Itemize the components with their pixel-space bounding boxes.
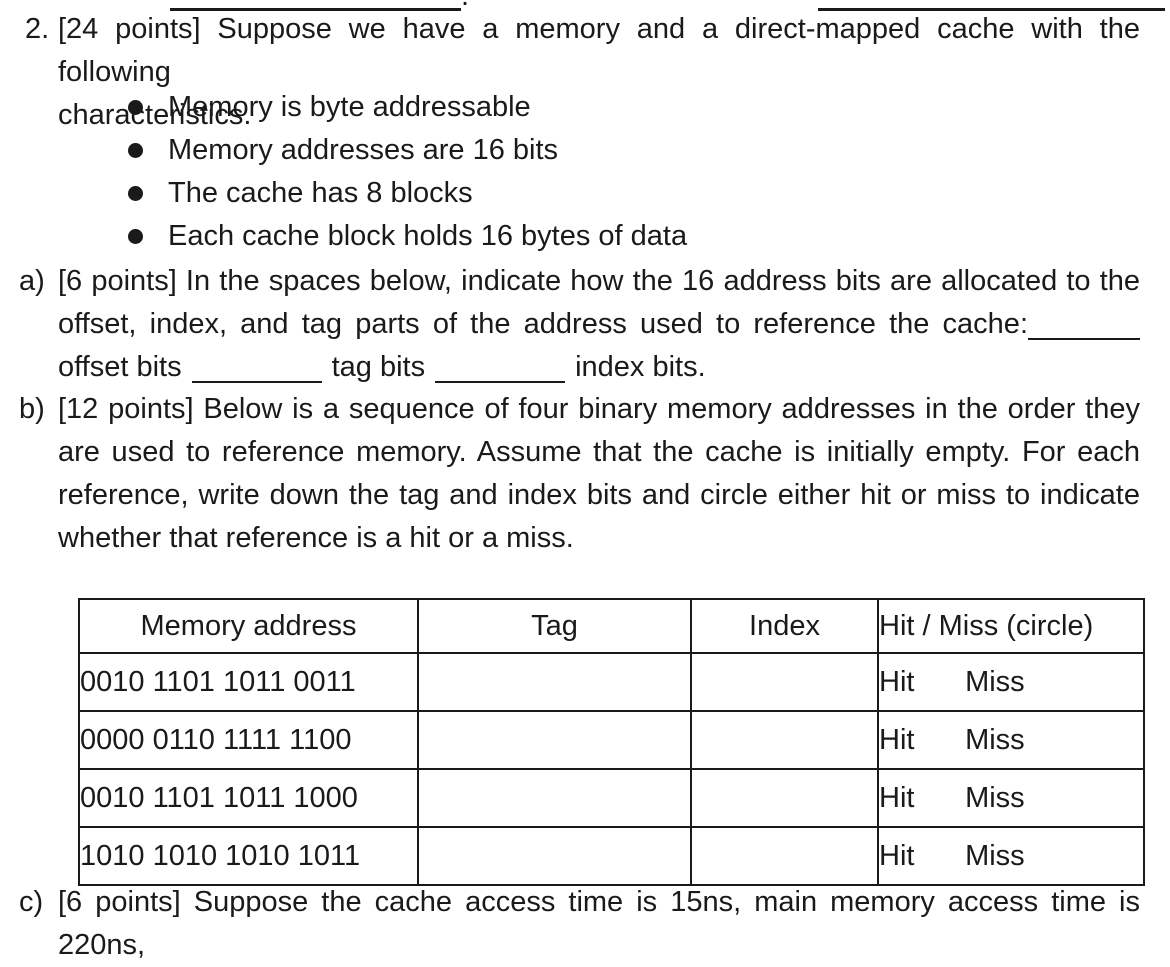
offset-bits-label: offset bits <box>58 351 182 383</box>
list-item: The cache has 8 blocks <box>58 172 1140 215</box>
question-2-line-1: [24 points] Suppose we have a memory and… <box>58 13 1140 88</box>
memory-address-cell: 0010 1101 1011 0011 <box>78 652 419 712</box>
index-bits-label: index bits. <box>575 351 706 383</box>
part-b: b) [12 points] Below is a sequence of fo… <box>19 388 1140 560</box>
part-b-line-4: whether that reference is a hit or a mis… <box>58 522 574 554</box>
hit-option[interactable]: Hit <box>879 781 915 814</box>
total-bits-blank[interactable] <box>1028 326 1140 340</box>
hit-option[interactable]: Hit <box>879 665 915 698</box>
tag-bits-label: tag bits <box>331 351 426 383</box>
tag-cell[interactable] <box>417 826 692 886</box>
bullet-icon <box>128 100 143 115</box>
table-row: 0000 0110 1111 1100 Hit Miss <box>78 710 1145 770</box>
miss-option[interactable]: Miss <box>965 839 1025 872</box>
memory-address-cell: 0010 1101 1011 1000 <box>78 768 419 828</box>
part-a: a) [6 points] In the spaces below, indic… <box>19 260 1140 389</box>
previous-answer-blank-line[interactable] <box>170 8 461 11</box>
part-a-line-2: offset, index, and tag parts of the addr… <box>58 303 1140 346</box>
part-b-line-2: are used to reference memory. Assume tha… <box>58 436 1140 468</box>
hit-miss-cell: Hit Miss <box>877 768 1145 828</box>
hit-miss-cell: Hit Miss <box>877 710 1145 770</box>
part-b-label: b) <box>19 393 45 425</box>
tag-cell[interactable] <box>417 768 692 828</box>
header-hit-miss: Hit / Miss (circle) <box>877 598 1145 654</box>
part-c-line-1: [6 points] Suppose the cache access time… <box>58 886 1140 961</box>
index-cell[interactable] <box>690 652 879 712</box>
document-page: { "colors": { "background": "#ffffff", "… <box>19 0 1165 961</box>
table-row: 0010 1101 1011 0011 Hit Miss <box>78 652 1145 712</box>
memory-address-cell: 0000 0110 1111 1100 <box>78 710 419 770</box>
cache-reference-table: Memory address Tag Index Hit / Miss (cir… <box>78 598 1145 886</box>
index-cell[interactable] <box>690 768 879 828</box>
header-tag: Tag <box>417 598 692 654</box>
header-index: Index <box>690 598 879 654</box>
hit-miss-cell: Hit Miss <box>877 652 1145 712</box>
hit-miss-cell: Hit Miss <box>877 826 1145 886</box>
hit-option[interactable]: Hit <box>879 723 915 756</box>
offset-bits-blank[interactable] <box>191 369 322 383</box>
header-memory-address: Memory address <box>78 598 419 654</box>
characteristics-list: Memory is byte addressable Memory addres… <box>58 86 1140 258</box>
previous-line-period: . <box>461 0 469 18</box>
bullet-icon <box>128 229 143 244</box>
table-row: 1010 1010 1010 1011 Hit Miss <box>78 826 1145 886</box>
question-number: 2. <box>25 13 50 45</box>
part-c: c) [6 points] Suppose the cache access t… <box>19 881 1140 967</box>
miss-option[interactable]: Miss <box>965 723 1025 756</box>
index-cell[interactable] <box>690 826 879 886</box>
index-cell[interactable] <box>690 710 879 770</box>
bullet-icon <box>128 143 143 158</box>
list-item: Each cache block holds 16 bytes of data <box>58 215 1140 258</box>
part-a-line-2-text: offset, index, and tag parts of the addr… <box>58 308 1028 340</box>
part-a-line-1: [6 points] In the spaces below, indicate… <box>58 265 1140 297</box>
bullet-text: Each cache block holds 16 bytes of data <box>168 220 688 252</box>
bullet-text: Memory is byte addressable <box>168 91 531 123</box>
table-header-row: Memory address Tag Index Hit / Miss (cir… <box>78 598 1145 654</box>
table-row: 0010 1101 1011 1000 Hit Miss <box>78 768 1145 828</box>
bullet-text: The cache has 8 blocks <box>168 177 473 209</box>
tag-cell[interactable] <box>417 710 692 770</box>
part-a-line-3: offset bits tag bits index bits. <box>58 346 1140 389</box>
question-2-line-2: characteristics. <box>58 99 252 131</box>
miss-option[interactable]: Miss <box>965 781 1025 814</box>
bullet-text: Memory addresses are 16 bits <box>168 134 559 166</box>
miss-option[interactable]: Miss <box>965 665 1025 698</box>
tag-bits-blank[interactable] <box>435 369 566 383</box>
memory-address-cell: 1010 1010 1010 1011 <box>78 826 419 886</box>
bullet-icon <box>128 186 143 201</box>
tag-cell[interactable] <box>417 652 692 712</box>
hit-option[interactable]: Hit <box>879 839 915 872</box>
question-2: 2. [24 points] Suppose we have a memory … <box>25 8 1140 137</box>
part-b-line-1: [12 points] Below is a sequence of four … <box>58 393 1140 425</box>
list-item: Memory addresses are 16 bits <box>58 129 1140 172</box>
previous-answer-blank-line-2[interactable] <box>818 8 1165 11</box>
part-b-line-3: reference, write down the tag and index … <box>58 479 1140 511</box>
part-c-label: c) <box>19 886 44 918</box>
part-a-label: a) <box>19 265 45 297</box>
list-item: Memory is byte addressable <box>58 86 1140 129</box>
